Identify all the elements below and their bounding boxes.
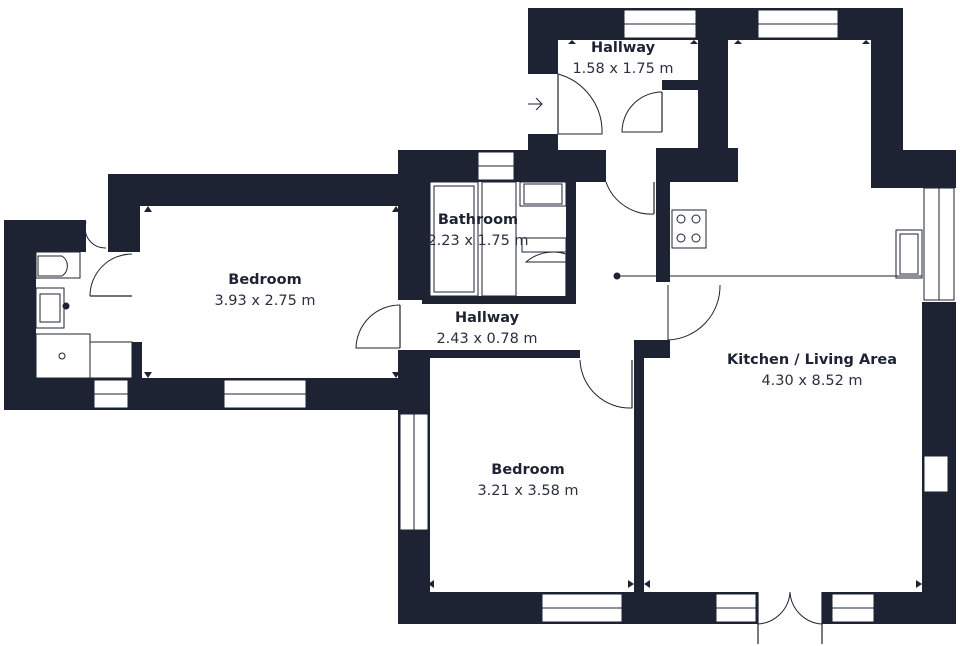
room-size: 3.93 x 2.75 m [214,293,315,309]
wall [528,8,558,74]
wall [634,340,644,624]
room-labels: Hallway 1.58 x 1.75 m Bathroom 2.23 x 1.… [214,40,897,499]
fixtures [35,181,949,493]
dimension-markers [144,40,922,588]
room-name: Bathroom [438,212,518,228]
entrance-arrow-icon [528,97,543,111]
wall [132,342,142,382]
bath-shelf [481,181,517,297]
wall [871,150,956,188]
wall [430,350,580,358]
wall [656,182,670,282]
room-name: Bedroom [228,272,301,288]
room-size: 4.30 x 8.52 m [761,373,862,389]
hob [671,209,707,249]
room-name: Bedroom [491,462,564,478]
doors [84,73,823,644]
wall [108,174,430,206]
room-name: Kitchen / Living Area [727,352,897,368]
wall [634,340,670,358]
room-size: 2.23 x 1.75 m [427,233,528,249]
toilet [521,237,567,253]
room-name: Hallway [455,310,520,326]
room-size: 3.21 x 3.58 m [477,483,578,499]
wall [528,134,558,182]
room-size: 1.58 x 1.75 m [572,61,673,77]
wall [656,148,738,182]
wall [662,80,708,90]
fireplace [923,455,949,493]
wall [566,182,576,302]
wall [422,296,576,304]
room-name: Hallway [591,40,656,56]
walls [4,8,956,624]
room-size: 2.43 x 0.78 m [436,331,537,347]
windows [93,9,955,623]
